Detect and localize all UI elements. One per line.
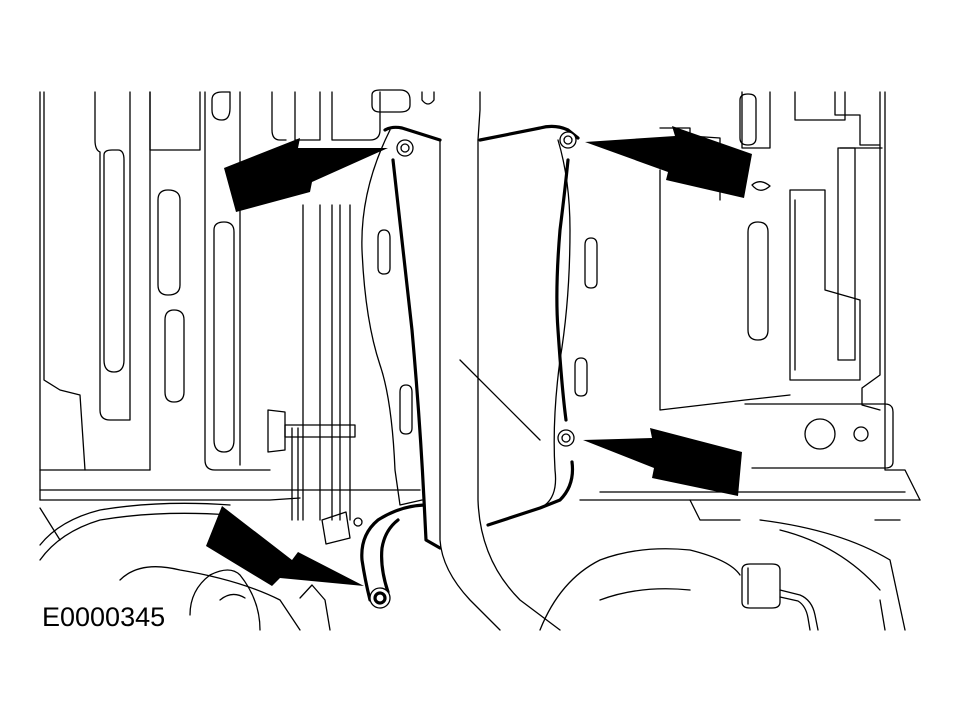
arrow-icon bbox=[585, 126, 752, 198]
arrow-icon bbox=[224, 138, 388, 212]
nut-icon bbox=[557, 429, 575, 447]
nut-icon bbox=[369, 587, 391, 609]
nut-icon bbox=[559, 131, 577, 149]
nut-icon bbox=[396, 139, 414, 157]
arrow-icon bbox=[583, 428, 742, 496]
fasteners bbox=[369, 131, 577, 609]
tunnel-bracket bbox=[360, 91, 598, 631]
callout-arrows bbox=[206, 126, 752, 586]
floor-pan-structure bbox=[39, 89, 921, 631]
arrow-icon bbox=[206, 506, 364, 586]
figure-identifier: E0000345 bbox=[42, 602, 166, 632]
